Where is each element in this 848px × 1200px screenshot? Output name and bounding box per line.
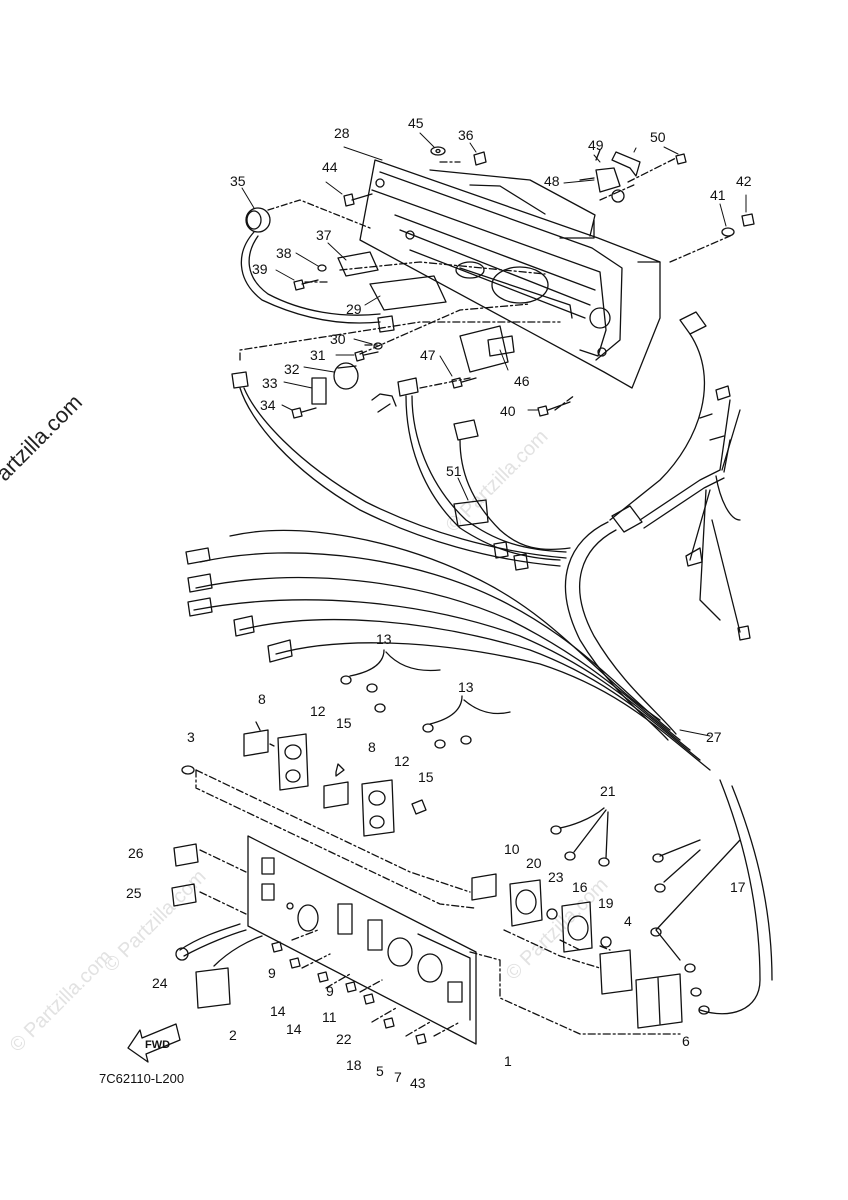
callout-27: 27 xyxy=(706,729,722,745)
fwd-label: FWD xyxy=(145,1039,170,1051)
harness-connectors-upper xyxy=(231,311,707,571)
callout-50: 50 xyxy=(650,129,666,145)
fasteners-upper xyxy=(291,146,755,419)
callout-labels: 1 2 3 4 5 6 7 8 8 9 9 10 11 12 12 13 13 … xyxy=(126,115,752,1091)
callout-23: 23 xyxy=(548,869,564,885)
callout-31: 31 xyxy=(310,347,326,363)
callout-51: 51 xyxy=(446,463,462,479)
callout-22: 22 xyxy=(336,1031,352,1047)
control-panel-plate xyxy=(247,835,477,1045)
forward-direction-arrow: FWD xyxy=(127,1023,181,1063)
callout-41: 41 xyxy=(710,187,726,203)
callout-4: 4 xyxy=(624,913,632,929)
callout-42: 42 xyxy=(736,173,752,189)
callout-9: 9 xyxy=(326,983,334,999)
callout-26: 26 xyxy=(128,845,144,861)
callout-44: 44 xyxy=(322,159,338,175)
ring-terminal-leads-21-17 xyxy=(550,779,773,1015)
part-number-label: 7C62110-L200 xyxy=(99,1071,185,1086)
wire-fan-left xyxy=(185,529,711,771)
ring-terminal-leads-13 xyxy=(340,649,511,749)
callout-28: 28 xyxy=(334,125,350,141)
callout-19: 19 xyxy=(598,895,614,911)
callout-40: 40 xyxy=(500,403,516,419)
callout-47: 47 xyxy=(420,347,436,363)
callout-49: 49 xyxy=(588,137,604,153)
callout-15: 15 xyxy=(336,715,352,731)
callout-3: 3 xyxy=(187,729,195,745)
sensor-35 xyxy=(240,199,381,324)
callout-20: 20 xyxy=(526,855,542,871)
callout-11: 11 xyxy=(322,1009,337,1025)
callout-34: 34 xyxy=(260,397,276,413)
callout-1: 1 xyxy=(504,1053,512,1069)
callout-14: 14 xyxy=(286,1021,302,1037)
callout-8: 8 xyxy=(368,739,376,755)
callout-32: 32 xyxy=(284,361,300,377)
leader-lines-upper xyxy=(239,157,731,411)
callout-9: 9 xyxy=(268,965,276,981)
callout-45: 45 xyxy=(408,115,424,131)
callout-24: 24 xyxy=(152,975,168,991)
callout-8: 8 xyxy=(258,691,266,707)
callout-10: 10 xyxy=(504,841,520,857)
callout-2: 2 xyxy=(229,1027,237,1043)
callout-25: 25 xyxy=(126,885,142,901)
callout-43: 43 xyxy=(410,1075,426,1091)
callout-36: 36 xyxy=(458,127,474,143)
meter-housing xyxy=(359,159,661,389)
callout-15: 15 xyxy=(418,769,434,785)
callout-7: 7 xyxy=(394,1069,402,1085)
callout-18: 18 xyxy=(346,1057,362,1073)
leader-lines-lower xyxy=(195,769,681,1037)
callout-46: 46 xyxy=(514,373,530,389)
callout-37: 37 xyxy=(316,227,332,243)
callout-48: 48 xyxy=(544,173,560,189)
callout-33: 33 xyxy=(262,375,278,391)
callout-17: 17 xyxy=(730,879,746,895)
callout-16: 16 xyxy=(572,879,588,895)
callout-29: 29 xyxy=(346,301,362,317)
callout-39: 39 xyxy=(252,261,268,277)
callout-38: 38 xyxy=(276,245,292,261)
callout-12: 12 xyxy=(394,753,410,769)
callout-leaders xyxy=(241,132,747,737)
callout-14: 14 xyxy=(270,1003,286,1019)
callout-35: 35 xyxy=(230,173,246,189)
callout-30: 30 xyxy=(330,331,346,347)
callout-21: 21 xyxy=(600,783,616,799)
callout-5: 5 xyxy=(376,1063,384,1079)
callout-6: 6 xyxy=(682,1033,690,1049)
callout-13: 13 xyxy=(458,679,474,695)
callout-12: 12 xyxy=(310,703,326,719)
switches-and-breakers xyxy=(171,721,683,1045)
callout-13: 13 xyxy=(376,631,392,647)
